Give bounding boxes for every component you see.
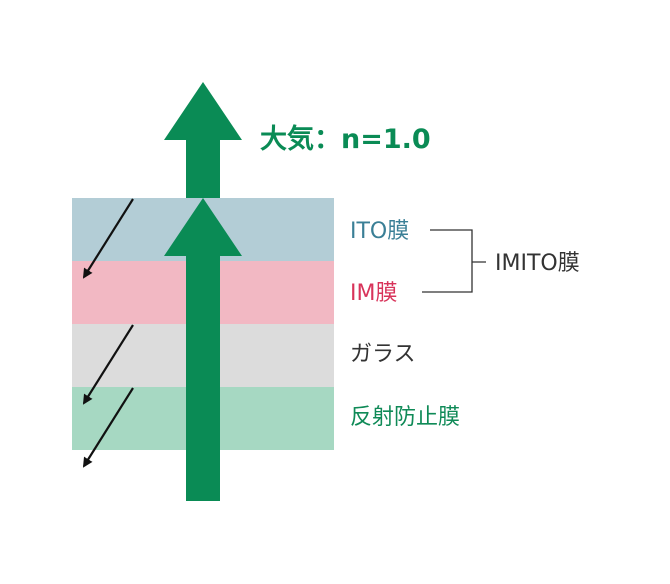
layer-label-ar: 反射防止膜	[350, 405, 460, 430]
layer-label-im: IM膜	[350, 281, 397, 306]
imito-group-label: IMITO膜	[495, 251, 580, 276]
reflection-arrow-bottom	[82, 387, 134, 468]
atmosphere-label: 大気：n=1.0	[260, 123, 431, 155]
transmission-arrow	[164, 82, 242, 501]
reflection-arrow-top	[82, 198, 134, 279]
layer-label-ito: ITO膜	[350, 219, 409, 244]
layer-label-glass: ガラス	[350, 342, 416, 367]
imito-bracket	[422, 229, 486, 293]
reflection-arrow-middle	[82, 324, 134, 405]
